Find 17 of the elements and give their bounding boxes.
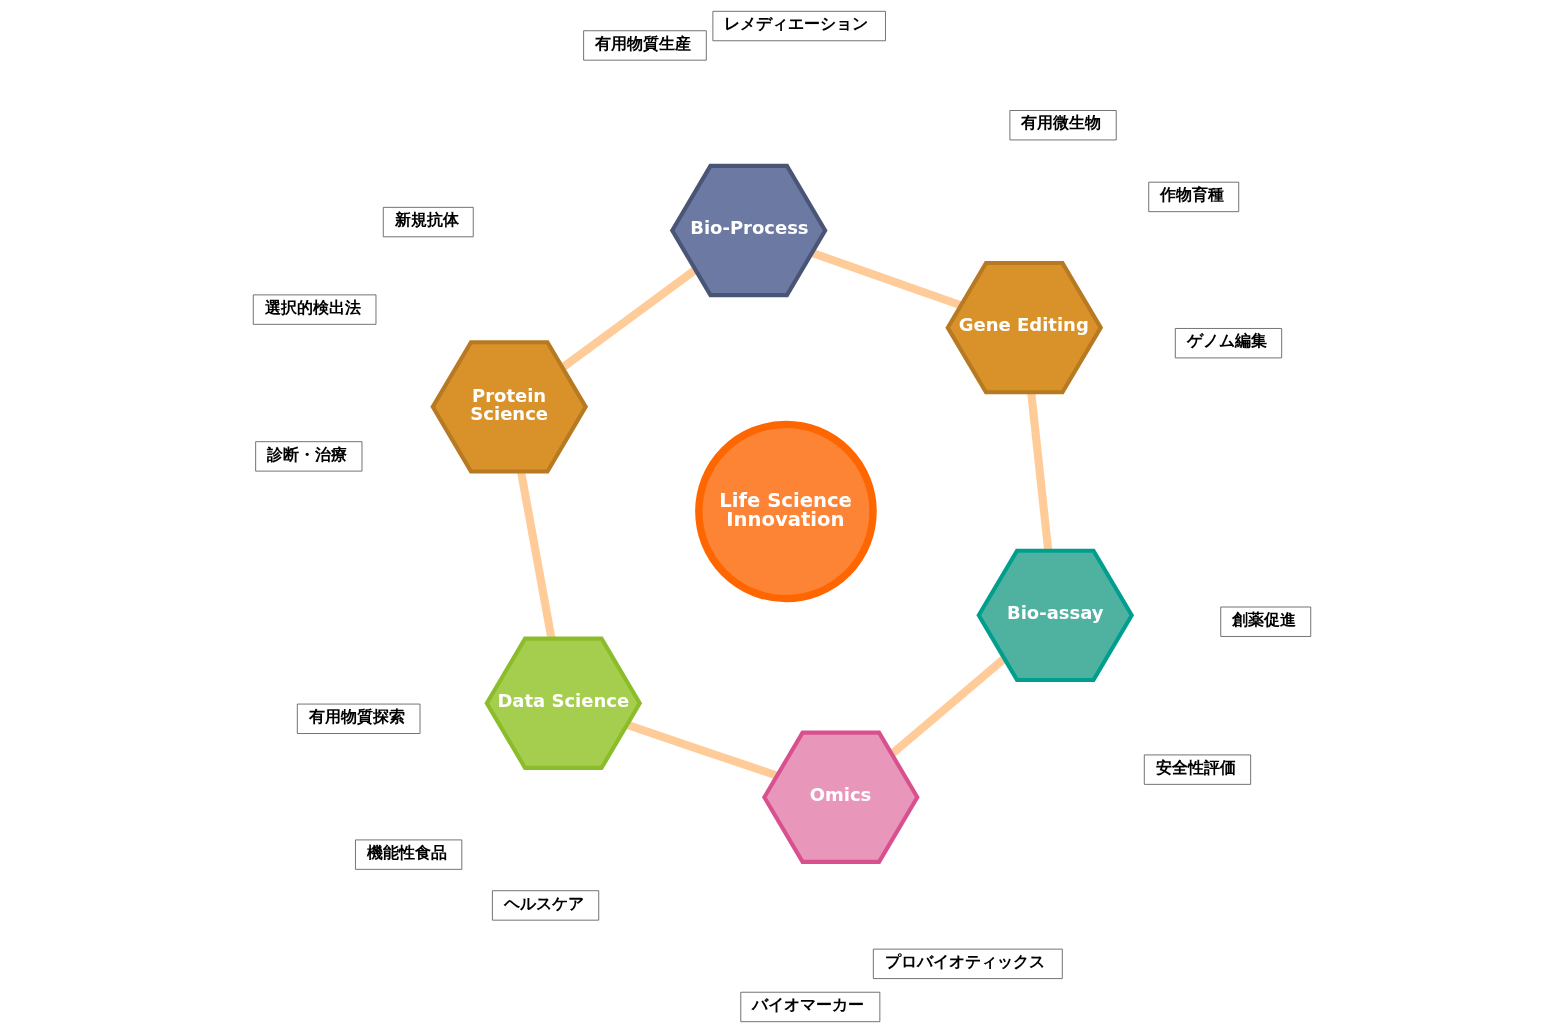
node-box: 有用微生物 (1009, 110, 1117, 141)
node-box: バイオマーカー (739, 991, 880, 1023)
node-box: 診断・治療 (254, 441, 362, 472)
node-box: 新規抗体 (382, 206, 474, 238)
connector (625, 721, 778, 780)
node-box: 有用物質生産 (582, 30, 707, 61)
node-box: 機能性食品 (354, 839, 462, 870)
node-box: レメディエーション (711, 10, 886, 42)
node-box: プロバイオティックス (872, 948, 1063, 979)
node-box: ゲノム編集 (1174, 328, 1282, 359)
node-box: 有用物質探索 (296, 703, 420, 734)
node-box: 選択的検出法 (252, 294, 376, 325)
node-box: 創薬促進 (1219, 606, 1311, 637)
connector (810, 249, 962, 310)
node-box: 作物育種 (1147, 181, 1239, 213)
node-box: 安全性評価 (1143, 754, 1251, 785)
node-box: ヘルスケア (491, 890, 599, 921)
